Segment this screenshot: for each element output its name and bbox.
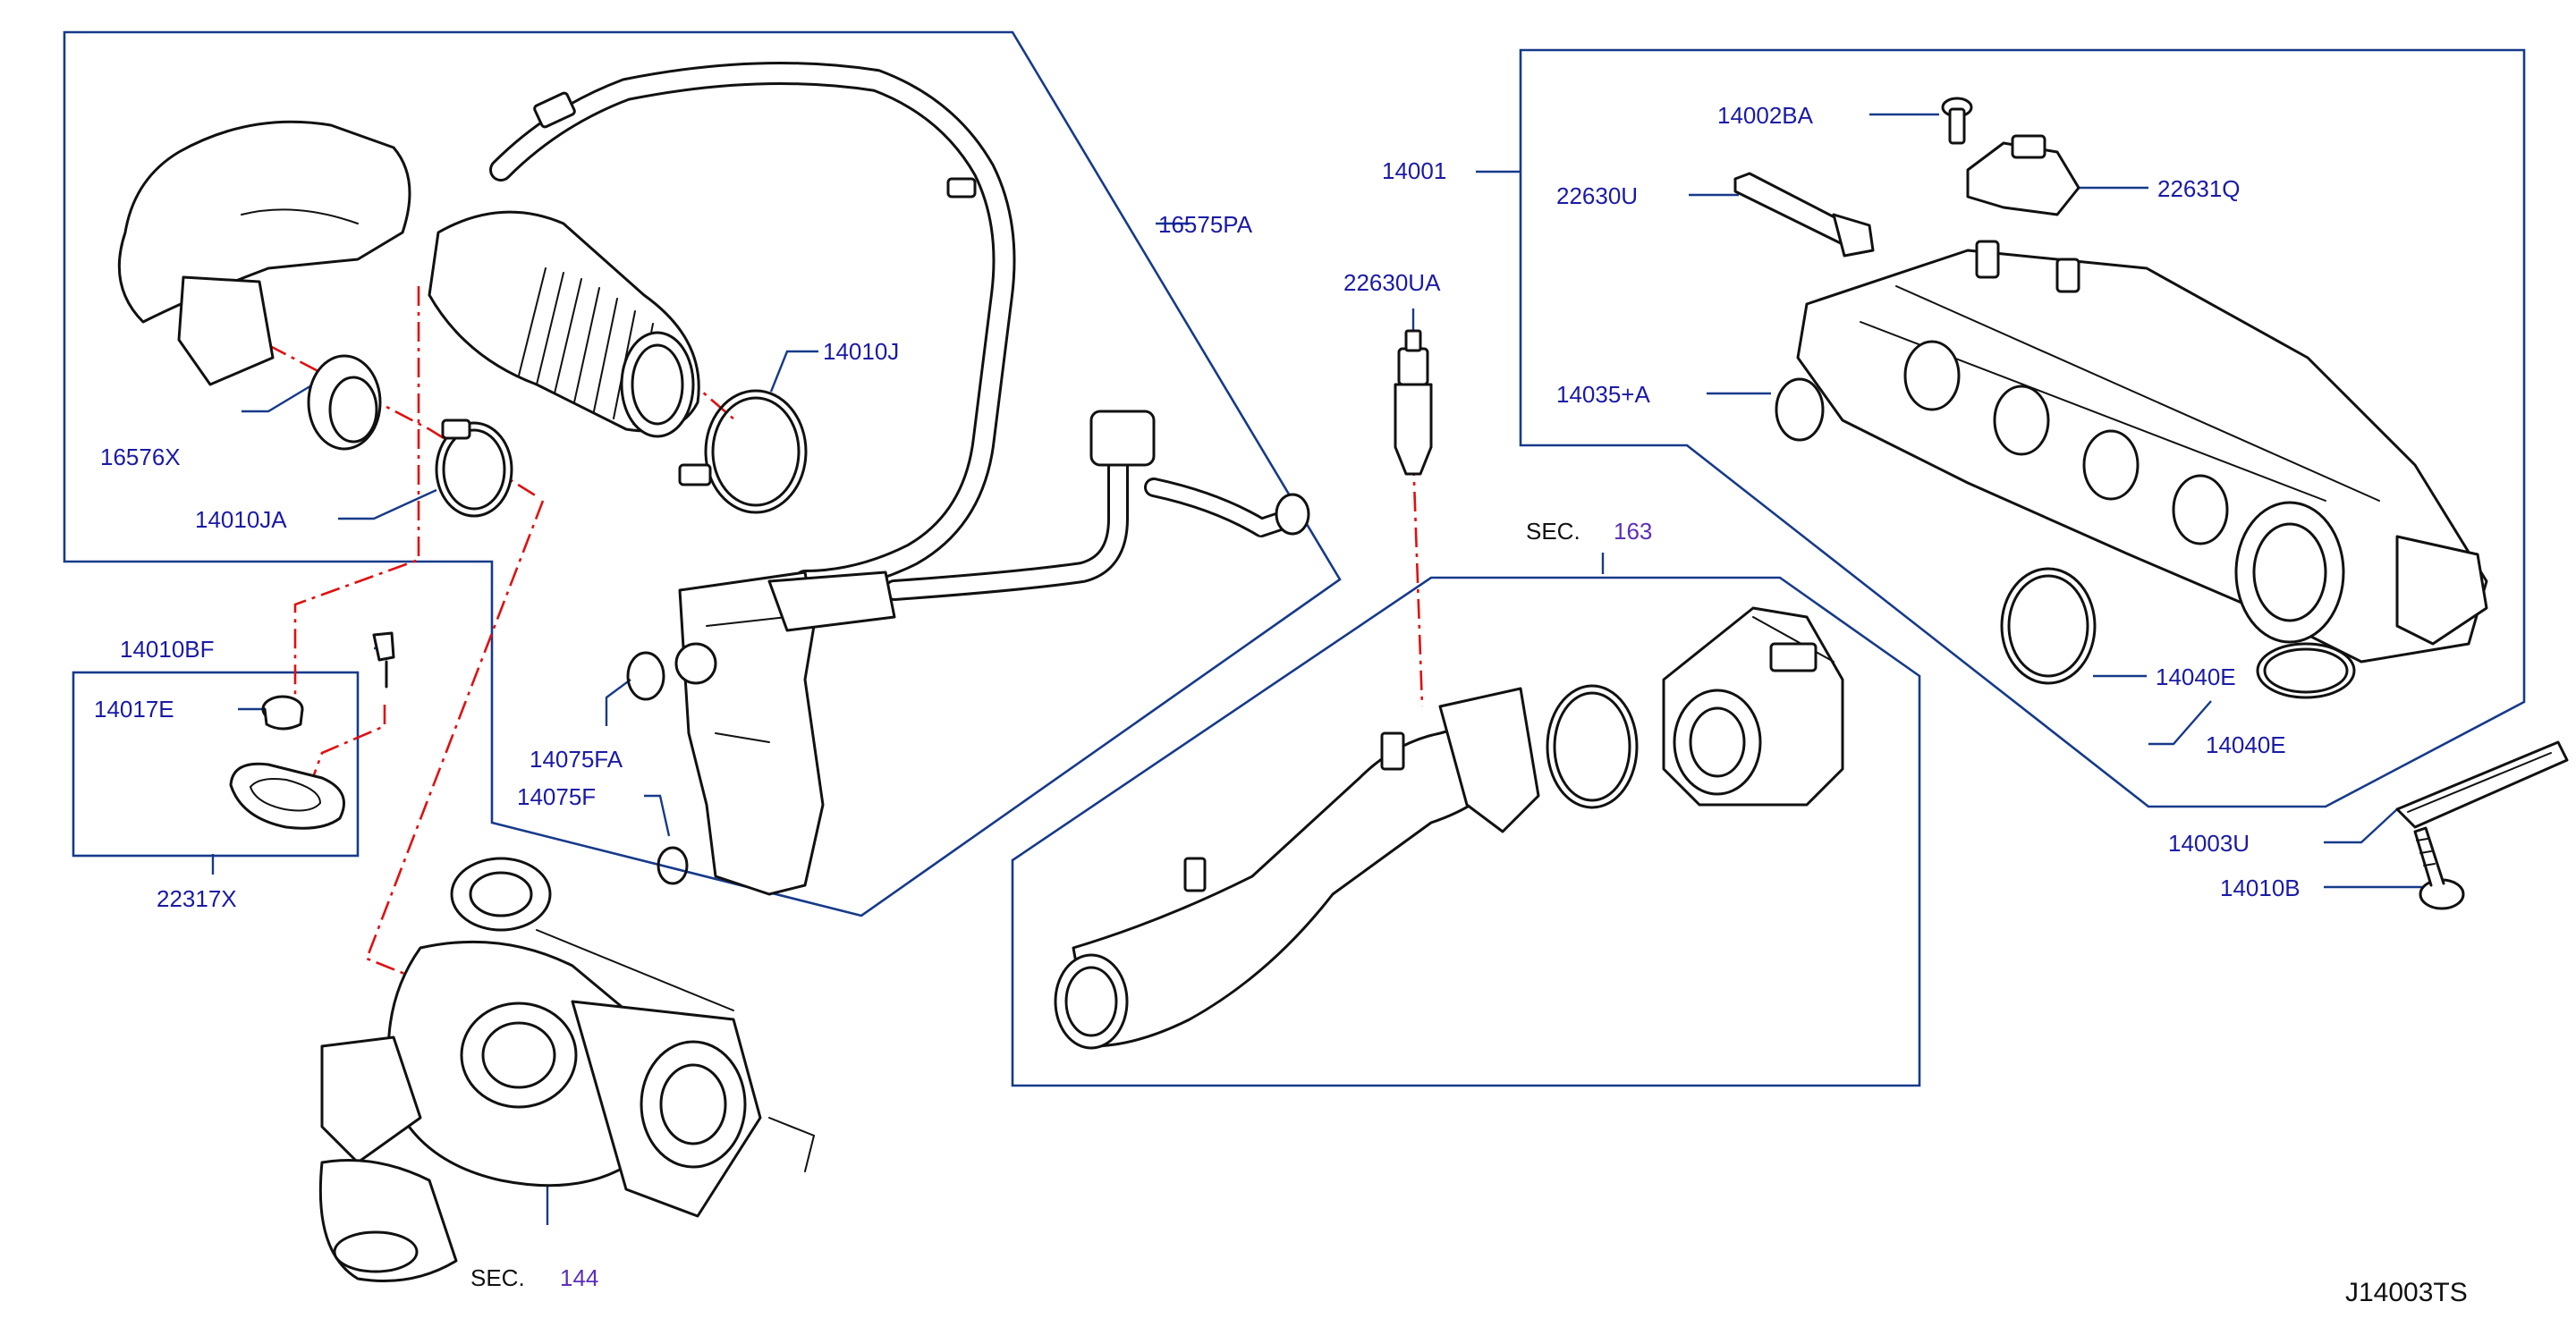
label-14035A: 14035+A bbox=[1556, 381, 1650, 408]
label-22317X: 22317X bbox=[157, 885, 237, 912]
frame-air-duct-group bbox=[63, 30, 1342, 917]
clamp-14010J bbox=[678, 389, 808, 514]
label-14040E-2: 14040E bbox=[2206, 731, 2286, 758]
gasket-14040E-2 bbox=[2256, 642, 2356, 699]
turbocharger bbox=[318, 857, 816, 1282]
screw-14010B bbox=[2413, 826, 2465, 910]
section-prefix: SEC. bbox=[1526, 518, 1580, 545]
gasket-14003U bbox=[2395, 740, 2569, 829]
label-14001: 14001 bbox=[1382, 157, 1446, 184]
label-14003U: 14003U bbox=[2168, 830, 2250, 857]
o-rings-14075 bbox=[626, 651, 689, 885]
sensor-22630UA bbox=[1394, 329, 1433, 476]
clamp-14010JA bbox=[435, 418, 513, 518]
label-14002BA: 14002BA bbox=[1717, 102, 1814, 129]
pcv-parts bbox=[229, 631, 395, 830]
label-14010BF: 14010BF bbox=[120, 636, 215, 663]
label-14010J: 14010J bbox=[823, 338, 899, 365]
label-16576X: 16576X bbox=[100, 444, 181, 470]
oil-separator bbox=[674, 571, 896, 896]
intake-tube bbox=[1054, 687, 1540, 1050]
gasket-14040E-1 bbox=[2000, 567, 2097, 685]
frame-throttle-group bbox=[1011, 576, 1921, 1087]
part-labels: 16575PA 14010J 16576X 14010JA 14010BF 14… bbox=[94, 102, 2301, 912]
sensor-22630U bbox=[1733, 172, 1875, 258]
air-hose-bellows bbox=[428, 210, 700, 438]
label-22630UA: 22630UA bbox=[1343, 269, 1441, 296]
label-14010B: 14010B bbox=[2220, 875, 2301, 901]
frame-intake-manifold-group bbox=[1519, 48, 2526, 808]
label-14017E: 14017E bbox=[94, 696, 174, 723]
gasket-14035A bbox=[1775, 377, 1825, 442]
throttle-body bbox=[1662, 606, 1844, 807]
section-number: 144 bbox=[560, 1264, 598, 1291]
section-ref-163: SEC. 163 bbox=[1526, 518, 1652, 545]
label-16575PA: 16575PA bbox=[1158, 211, 1253, 238]
label-14075FA: 14075FA bbox=[530, 746, 623, 773]
section-prefix: SEC. bbox=[470, 1264, 525, 1291]
frame-pcv-group bbox=[72, 671, 360, 858]
section-number: 163 bbox=[1614, 518, 1652, 545]
label-14075F: 14075F bbox=[517, 783, 596, 810]
bolt-14002BA bbox=[1941, 97, 1973, 145]
label-22630U: 22630U bbox=[1556, 182, 1638, 209]
label-14010JA: 14010JA bbox=[195, 506, 287, 533]
throttle-gasket bbox=[1546, 684, 1639, 809]
assembly-centerlines bbox=[267, 286, 1424, 978]
section-ref-144: SEC. 144 bbox=[470, 1264, 598, 1291]
sensor-22631Q bbox=[1966, 134, 2080, 216]
leader-lines bbox=[211, 113, 2424, 1225]
air-intake-duct bbox=[117, 120, 411, 451]
label-22631Q: 22631Q bbox=[2157, 175, 2241, 202]
blow-by-hose-16575PA bbox=[489, 62, 1310, 601]
label-14040E-1: 14040E bbox=[2156, 664, 2236, 690]
intake-manifold bbox=[1796, 240, 2488, 664]
diagram-code: J14003TS bbox=[2345, 1278, 2468, 1307]
